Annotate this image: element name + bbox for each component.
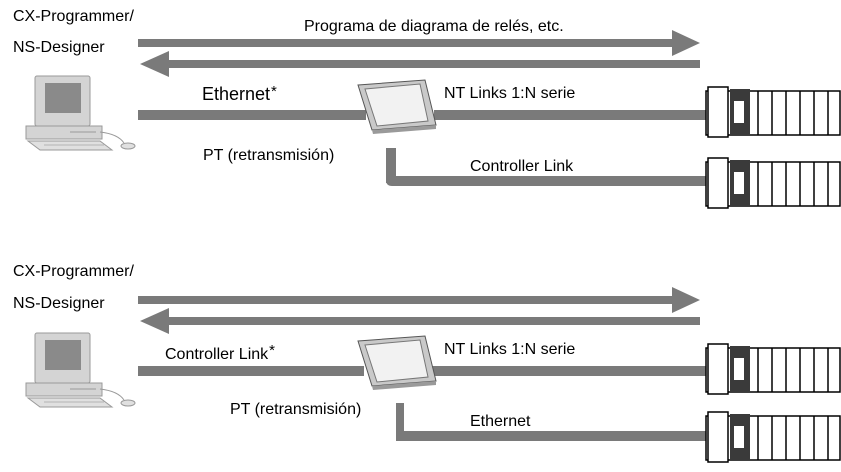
pc-network-name: Controller Link — [165, 346, 269, 363]
touch-panel-icon — [357, 335, 437, 390]
software-label-line2: NS-Designer — [13, 39, 105, 56]
diagram-controller-link: CX-Programmer/ NS-Designer Controller Li… — [0, 257, 841, 472]
pc-network-name: Ethernet — [202, 84, 271, 104]
pt-to-plc-lower-line — [386, 176, 706, 186]
diagram-controller-link-art — [25, 287, 841, 463]
footnote-mark: * — [269, 342, 275, 359]
upper-network-label: NT Links 1:N serie — [444, 341, 576, 358]
transfer-label: Programa de diagrama de relés, etc. — [304, 18, 564, 35]
diagram-ethernet-art — [25, 30, 841, 209]
pt-to-plc-upper-line — [431, 366, 706, 376]
pt-label: PT (retransmisión) — [230, 401, 362, 418]
upper-network-label: NT Links 1:N serie — [444, 85, 576, 102]
software-label-line2: NS-Designer — [13, 295, 105, 312]
plc-rack-icon — [705, 86, 841, 209]
computer-icon — [25, 75, 136, 151]
pt-to-plc-lower-line — [396, 431, 706, 441]
computer-icon — [25, 332, 136, 408]
software-label-line1: CX-Programmer/ — [13, 263, 134, 280]
touch-panel-icon — [357, 79, 437, 134]
network-lines — [138, 110, 706, 186]
pc-network-label: Ethernet* — [202, 82, 277, 104]
pc-to-pt-line — [138, 110, 366, 120]
pt-label: PT (retransmisión) — [203, 147, 335, 164]
diagram-ethernet: CX-Programmer/ NS-Designer Programa de d… — [0, 0, 841, 215]
lower-network-label: Controller Link — [470, 158, 574, 175]
network-lines — [138, 366, 706, 441]
pt-drop-line — [396, 403, 404, 439]
pc-network-label: Controller Link* — [165, 341, 275, 365]
pt-drop-line — [386, 148, 396, 183]
transfer-arrows — [138, 30, 700, 77]
lower-network-label: Ethernet — [470, 413, 531, 430]
plc-rack-icon — [705, 343, 841, 463]
transfer-arrows — [138, 287, 700, 334]
footnote-mark: * — [271, 83, 277, 100]
pt-to-plc-upper-line — [434, 110, 706, 120]
pc-to-pt-line — [138, 366, 364, 376]
software-label-line1: CX-Programmer/ — [13, 8, 134, 25]
